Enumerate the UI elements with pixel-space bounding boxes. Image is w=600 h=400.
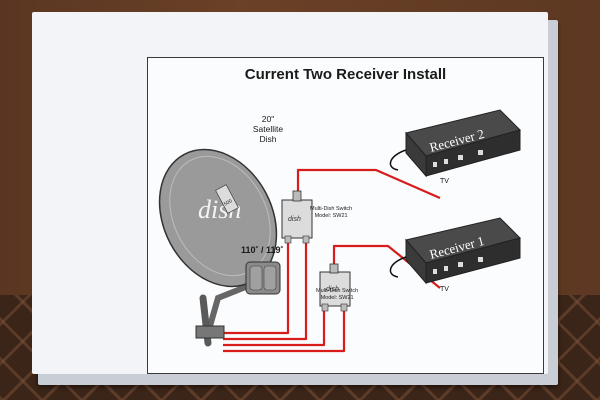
dish-size-label: 20" Satellite Dish xyxy=(238,114,298,144)
cable-sw1-to-receiver2 xyxy=(296,168,441,200)
multi-dish-switch-1: dish xyxy=(281,190,313,244)
cable-dish-to-sw2-b xyxy=(223,308,346,353)
receiver-2-tv-port: TV xyxy=(440,178,449,185)
switch-1-model: Model: SW21 xyxy=(314,213,348,219)
diagram-panel: Current Two Receiver Install xyxy=(147,57,544,374)
switch-2-label: Multi-Dish Switch Model: SW21 xyxy=(316,288,358,302)
dish-mount-base xyxy=(195,325,225,339)
dish-badge xyxy=(215,184,239,214)
multi-dish-switch-2: dish xyxy=(319,263,351,312)
satellite-dish: dish 500 xyxy=(158,148,281,347)
cable-dish-to-sw1-a xyxy=(223,241,290,335)
lnb-assembly xyxy=(245,261,281,295)
receiver-1-tv-port: TV xyxy=(440,286,449,293)
cable-dish-to-sw1-b xyxy=(223,241,308,341)
install-diagram: dish 500 dish xyxy=(158,109,521,353)
switch-2-title: Multi-Dish Switch xyxy=(316,288,359,294)
switch-1-label: Multi-Dish Switch Model: SW21 xyxy=(310,206,352,220)
receiver-1: Receiver 1 TV xyxy=(389,217,521,293)
dish-type-line3: Dish xyxy=(259,134,277,144)
cable-dish-to-sw2-a xyxy=(223,308,326,347)
dish-type-line2: Satellite xyxy=(252,124,284,134)
receiver-2: Receiver 2 TV xyxy=(389,109,521,185)
poster-board: Current Two Receiver Install xyxy=(32,12,548,374)
switch-2-model: Model: SW21 xyxy=(320,295,354,301)
switch-1-logo: dish xyxy=(288,216,301,223)
receiver-1-power-cord xyxy=(389,256,407,278)
receiver-2-power-cord xyxy=(389,149,407,171)
lnb-orbit-label: 110˚ / 119˚ xyxy=(241,245,284,255)
switch-1-title: Multi-Dish Switch xyxy=(310,206,353,212)
switch-2-logo: dish xyxy=(326,286,339,293)
dish-size: 20" xyxy=(261,114,275,124)
dish-badge-text: 500 xyxy=(223,198,233,207)
diagram-title: Current Two Receiver Install xyxy=(244,66,447,83)
